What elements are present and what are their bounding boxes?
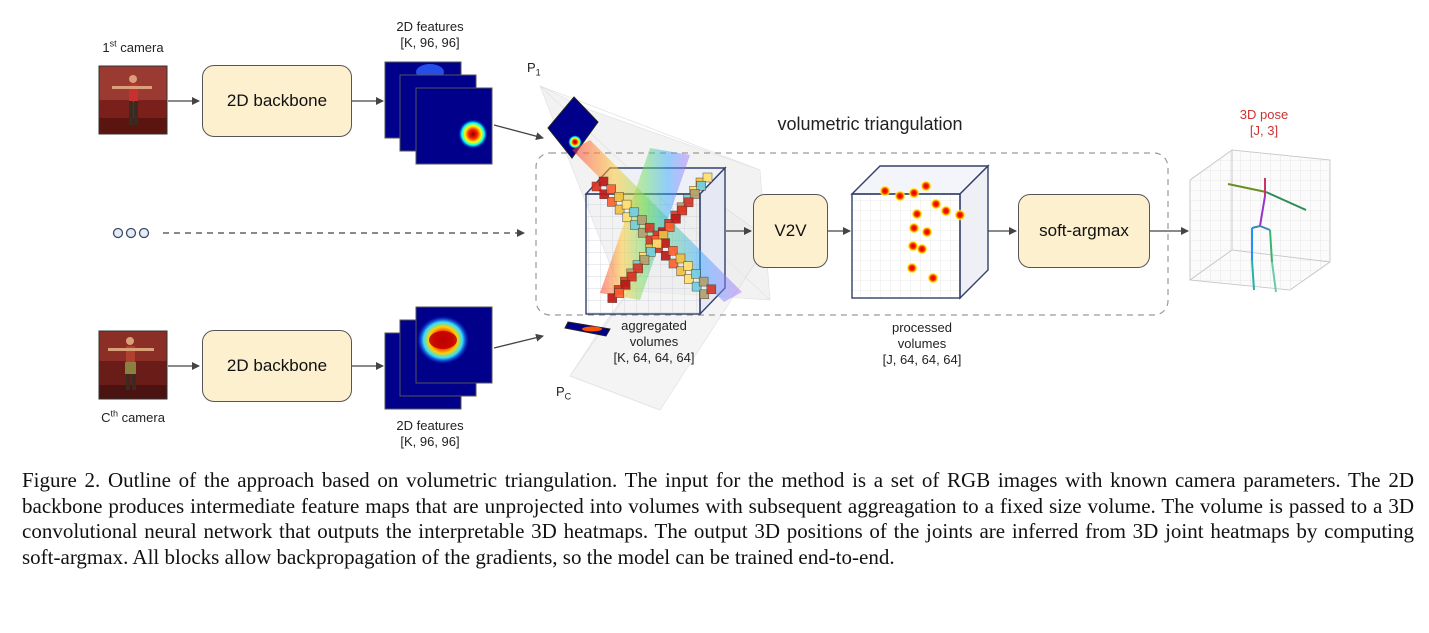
backbone-label-bottom: 2D backbone — [226, 356, 328, 375]
features-shape-top: [K, 96, 96] — [400, 35, 460, 50]
projection-label-bottom: PC — [556, 384, 572, 402]
volumetric-triangulation-title: volumetric triangulation — [777, 114, 963, 134]
voxel — [591, 181, 602, 192]
joint-heatmap-dot — [916, 243, 928, 255]
voxel — [668, 258, 679, 269]
voxel — [676, 266, 686, 276]
joint-heatmap-dot — [907, 240, 919, 252]
joint-heatmap-dot — [879, 185, 891, 197]
joint-heatmap-dot — [906, 262, 918, 274]
pose-label: 3D pose [J, 3] — [1214, 107, 1314, 139]
features-title-bottom: 2D features — [396, 418, 464, 433]
projection-plane-top — [547, 96, 599, 159]
joint-heatmap-dot — [927, 272, 939, 284]
softargmax-label: soft-argmax — [1039, 221, 1129, 240]
v2v-label: V2V — [774, 221, 807, 240]
joint-heatmap-dot — [894, 190, 906, 202]
backbone-label-top: 2D backbone — [226, 91, 328, 110]
voxel — [639, 255, 650, 265]
aggregated-shape: [K, 64, 64, 64] — [613, 350, 695, 365]
voxel — [706, 284, 717, 295]
voxel — [622, 212, 633, 223]
aggregated-line1: aggregated — [621, 318, 687, 333]
voxel — [637, 215, 647, 225]
joint-heatmap-dot — [940, 205, 952, 217]
voxel — [606, 184, 616, 194]
voxel — [661, 251, 671, 261]
voxel — [627, 271, 637, 282]
v2v-box: V2V — [753, 194, 828, 268]
pose-shape: [J, 3] — [1249, 123, 1279, 138]
processed-volumes-label: processed volumes [J, 64, 64, 64] — [862, 320, 982, 368]
voxel — [620, 280, 631, 290]
joint-heatmap-dot — [911, 208, 923, 220]
voxel — [696, 181, 706, 191]
more-cameras-ellipsis — [112, 227, 150, 239]
voxel — [630, 220, 640, 230]
camera-label-top: 1st camera — [102, 38, 164, 55]
backbone-box-bottom: 2D backbone — [202, 330, 352, 402]
feature-maps-bottom — [384, 306, 493, 410]
voxel — [644, 222, 655, 233]
joint-heatmap-dot — [920, 180, 932, 192]
pose-3d-plot — [1188, 149, 1332, 293]
voxel — [684, 274, 694, 284]
voxel — [598, 176, 609, 187]
voxel — [614, 204, 625, 215]
voxel — [621, 199, 632, 210]
voxel — [677, 205, 688, 216]
voxel — [652, 238, 662, 249]
joint-heatmap-dot — [930, 198, 942, 210]
voxel — [614, 288, 625, 298]
volumetric-triangulation-region — [535, 152, 1169, 316]
joint-heatmap-dot — [954, 209, 966, 221]
arrow-features-to-volume-top — [493, 124, 544, 141]
voxel — [629, 207, 640, 218]
voxel — [664, 222, 675, 232]
features-shape-bottom: [K, 96, 96] — [400, 434, 460, 449]
features-label-top: 2D features [K, 96, 96] — [370, 19, 490, 51]
voxel — [646, 247, 656, 257]
voxel — [607, 293, 618, 303]
voxel — [668, 246, 678, 256]
features-title-top: 2D features — [396, 19, 464, 34]
figure-caption: Figure 2. Outline of the approach based … — [22, 468, 1414, 569]
voxel — [683, 261, 693, 271]
processed-line1: processed — [892, 320, 952, 335]
aggregated-volume-cube — [572, 140, 742, 316]
camera-label-bottom: Cth camera — [101, 408, 165, 425]
backbone-box-top: 2D backbone — [202, 65, 352, 137]
voxel — [702, 172, 713, 183]
voxel — [671, 214, 681, 224]
voxel — [691, 269, 701, 279]
voxel — [675, 253, 686, 264]
voxel — [637, 227, 648, 238]
pose-title: 3D pose — [1239, 107, 1289, 122]
features-label-bottom: 2D features [K, 96, 96] — [370, 418, 490, 450]
diagram-canvas — [98, 61, 1332, 411]
processed-line2: volumes — [897, 336, 947, 351]
feature-maps-top — [384, 61, 493, 165]
voxel — [599, 189, 609, 199]
camera-image-bottom — [98, 330, 168, 400]
joint-heatmap-dot — [908, 222, 920, 234]
voxel — [699, 289, 710, 300]
voxel — [633, 263, 643, 274]
voxel — [607, 197, 617, 207]
camera-image-top — [98, 65, 168, 135]
joint-heatmap-dot — [921, 226, 933, 238]
processed-shape: [J, 64, 64, 64] — [882, 352, 962, 367]
voxel — [690, 189, 700, 199]
joint-heatmap-dot — [908, 187, 920, 199]
aggregated-volumes-label: aggregated volumes [K, 64, 64, 64] — [596, 318, 712, 366]
processed-volume-cube — [850, 164, 990, 300]
projection-label-top: P1 — [527, 60, 541, 78]
aggregated-line2: volumes — [629, 334, 679, 349]
voxel — [698, 276, 709, 287]
voxel — [691, 281, 702, 292]
voxel — [614, 192, 624, 202]
softargmax-box: soft-argmax — [1018, 194, 1150, 268]
arrow-features-to-volume-bottom — [493, 333, 544, 349]
voxel — [683, 197, 694, 208]
